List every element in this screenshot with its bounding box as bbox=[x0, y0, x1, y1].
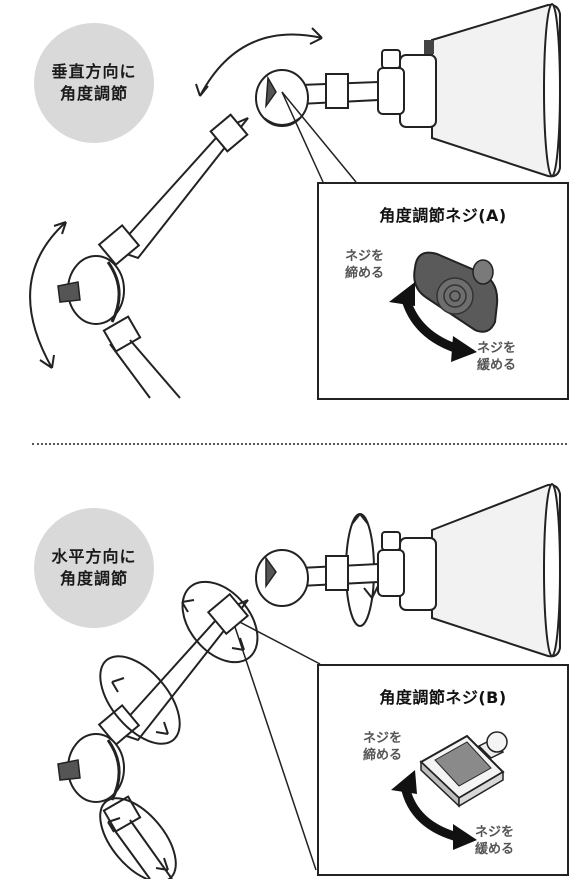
tighten-loosen-arrow-b bbox=[400, 784, 463, 843]
callout-screw-a: 角度調節ネジ(A) ネジを 締める ネジを 緩める bbox=[317, 182, 569, 400]
leader-line-a2 bbox=[281, 91, 324, 183]
vertical-adjust-line1: 垂直方向に bbox=[51, 62, 137, 81]
screw-b-illustration bbox=[391, 731, 508, 850]
tighten-label-b: ネジを 締める bbox=[363, 730, 402, 764]
vertical-adjust-circle: 垂直方向に 角度調節 bbox=[34, 23, 154, 143]
leader-line-a1 bbox=[281, 91, 357, 183]
loosen-a-line1: ネジを bbox=[477, 341, 517, 356]
tighten-label-a: ネジを 締める bbox=[345, 248, 384, 282]
callout-title-b: 角度調節ネジ(B) bbox=[379, 688, 507, 707]
screw-a-illustration bbox=[389, 251, 499, 362]
horizontal-adjust-line1: 水平方向に bbox=[51, 547, 137, 566]
loosen-b-line1: ネジを bbox=[475, 825, 515, 840]
lamp-shade-a bbox=[431, 3, 561, 178]
callout-title-a: 角度調節ネジ(A) bbox=[379, 206, 507, 225]
horizontal-adjust-circle: 水平方向に 角度調節 bbox=[34, 508, 154, 628]
rotation-ring-lower-b bbox=[99, 797, 177, 879]
loosen-label-a: ネジを 緩める bbox=[477, 340, 516, 374]
horizontal-adjust-line2: 角度調節 bbox=[59, 569, 128, 588]
section-divider bbox=[32, 443, 567, 445]
lamp-shade-b bbox=[431, 483, 561, 658]
rotation-arrow-upper-a bbox=[199, 33, 323, 97]
rotation-ring-mid-b bbox=[99, 655, 181, 745]
rotation-arrow-lower-a bbox=[29, 221, 67, 369]
callout-screw-b: 角度調節ネジ(B) ネジを 締める ネジを 緩める bbox=[317, 664, 569, 876]
tighten-b-line2: 締める bbox=[363, 748, 403, 763]
leader-line-b1 bbox=[231, 617, 321, 665]
loosen-label-b: ネジを 緩める bbox=[475, 824, 514, 858]
tighten-b-line1: ネジを bbox=[363, 731, 403, 746]
loosen-b-line2: 緩める bbox=[475, 842, 515, 857]
rotation-ring-upper-b bbox=[181, 580, 259, 664]
tighten-a-line1: ネジを bbox=[345, 249, 385, 264]
lamp-arm-illustration-a bbox=[29, 3, 561, 399]
tighten-a-line2: 締める bbox=[345, 266, 385, 281]
vertical-adjust-line2: 角度調節 bbox=[59, 84, 128, 103]
lamp-arm-illustration-b bbox=[57, 483, 561, 879]
loosen-a-line2: 緩める bbox=[477, 358, 517, 373]
